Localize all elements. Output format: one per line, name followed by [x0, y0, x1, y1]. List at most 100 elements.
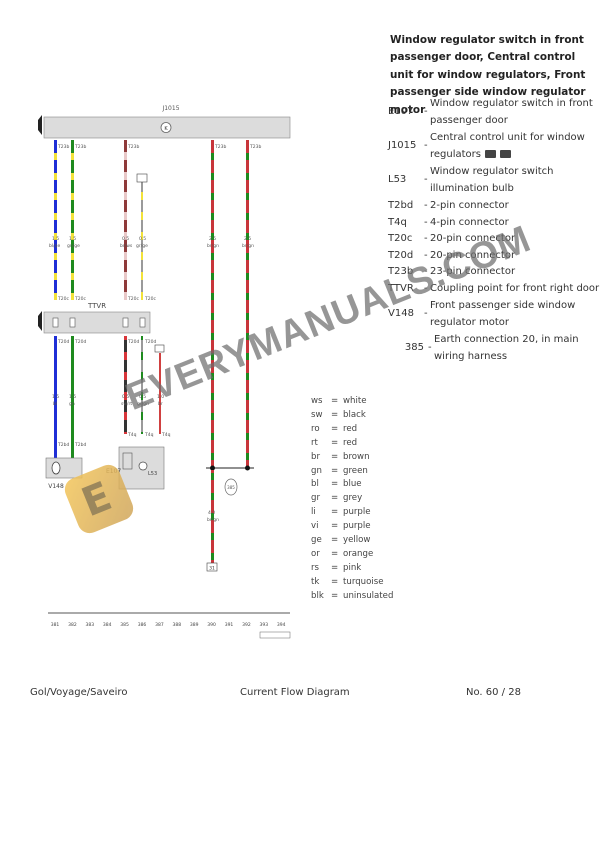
legend-dash: -	[424, 140, 428, 152]
legend-code: TTVR	[388, 282, 414, 294]
color-code-item: gn=green	[311, 465, 393, 479]
footer-vehicle: Gol/Voyage/Saveiro	[30, 687, 128, 698]
color-code: bl	[311, 479, 319, 490]
track-number: 387	[155, 622, 164, 628]
color-name: orange	[343, 548, 374, 559]
legend-code: T2bd	[388, 200, 414, 211]
equals-sign: =	[331, 479, 339, 490]
svg-text:br/gn: br/gn	[242, 243, 254, 249]
svg-text:1.0: 1.0	[157, 394, 164, 400]
svg-text:4.0: 4.0	[208, 510, 215, 516]
color-name: turquoise	[343, 576, 384, 587]
color-code: tk	[311, 576, 320, 587]
svg-text:T2bd: T2bd	[74, 442, 86, 448]
equals-sign: =	[331, 451, 339, 462]
track-number: 393	[260, 622, 269, 628]
color-code-item: bl=blue	[311, 478, 393, 492]
svg-text:T20c: T20c	[127, 296, 139, 302]
color-code-item: ro = red	[311, 423, 393, 437]
equals-sign: =	[331, 521, 339, 532]
legend-description: Earth connection 20, in main wiring harn…	[434, 334, 579, 362]
svg-text:bl/ge: bl/ge	[49, 243, 60, 249]
svg-text:T23b: T23b	[57, 144, 69, 150]
ttvr-label: TTVR	[87, 302, 106, 310]
legend-item: L53-Window regulator switch illumination…	[388, 164, 603, 197]
legend-dash: -	[424, 233, 428, 244]
svg-text:0.5: 0.5	[139, 394, 146, 400]
color-code: rs	[311, 562, 320, 573]
track-number: 383	[86, 622, 95, 628]
color-name: black	[343, 409, 366, 420]
color-name: grey	[343, 493, 363, 504]
footer-doc-type: Current Flow Diagram	[240, 687, 350, 698]
legend-dash: -	[424, 216, 428, 228]
svg-text:br/ws: br/ws	[120, 243, 133, 249]
color-code: ge	[311, 535, 322, 546]
legend-item: T20d-20-pin connector	[388, 248, 603, 265]
svg-text:gn/ge: gn/ge	[67, 243, 80, 249]
svg-text:T4q: T4q	[161, 432, 171, 438]
color-code-item: li=purple	[311, 506, 393, 520]
track-number: 392	[242, 622, 251, 628]
svg-text:br/gn: br/gn	[207, 517, 219, 523]
track-number: 382	[68, 622, 77, 628]
legend-item: E107-Window regulator switch in front pa…	[388, 96, 603, 129]
color-code: rt	[311, 437, 318, 448]
color-name: purple	[343, 507, 371, 518]
equals-sign: =	[331, 493, 339, 504]
legend-code: T4q	[388, 216, 407, 228]
equals-sign: =	[331, 423, 339, 434]
track-number: 389	[190, 622, 199, 628]
track-number: 381	[51, 622, 60, 628]
footer-page-number: No. 60 / 28	[466, 687, 521, 698]
l53-label: L53	[148, 471, 157, 477]
color-name: purple	[343, 521, 371, 532]
legend-code: J1015	[388, 140, 417, 152]
color-code: or	[311, 548, 320, 559]
legend-dash: -	[424, 174, 428, 186]
equals-sign: =	[331, 507, 339, 518]
svg-text:1.5: 1.5	[52, 236, 59, 242]
track-number: 391	[225, 622, 234, 628]
color-code: sw	[311, 409, 323, 420]
legend-description: 23-pin connector	[430, 266, 516, 277]
legend-dash: -	[424, 106, 428, 118]
page-title: Window regulator switch in front passeng…	[390, 34, 586, 116]
color-code: blk	[311, 590, 324, 601]
equals-sign: =	[331, 396, 339, 406]
color-code-item: sw = black	[311, 409, 393, 423]
component-legend: E107-Window regulator switch in front pa…	[388, 96, 603, 366]
color-code-item: gr=grey	[311, 492, 393, 506]
legend-dash: -	[424, 249, 428, 261]
color-code: br	[311, 451, 320, 462]
legend-description: 4-pin connector	[430, 216, 509, 228]
legend-item: J1015-Central control unit for window re…	[388, 130, 603, 163]
color-code: ro	[311, 423, 320, 434]
equals-sign: =	[331, 562, 339, 573]
svg-text:T20d: T20d	[144, 339, 156, 345]
svg-text:0.5: 0.5	[139, 236, 146, 242]
color-name: yellow	[343, 535, 371, 546]
svg-text:T20d: T20d	[57, 339, 69, 345]
legend-dash: -	[428, 342, 432, 354]
svg-text:T20d: T20d	[74, 339, 86, 345]
equals-sign: =	[331, 465, 339, 476]
legend-code: T20c	[388, 233, 413, 244]
ecu-symbol-icon	[160, 122, 172, 133]
legend-description: 2-pin connector	[430, 200, 509, 211]
track-number: 388	[173, 622, 182, 628]
svg-text:T23b: T23b	[127, 144, 139, 150]
v148-label: V148	[48, 483, 64, 490]
svg-text:T23b: T23b	[214, 144, 226, 150]
color-code-item: ws=white	[311, 395, 393, 409]
equals-sign: =	[331, 409, 339, 420]
color-code-item: or=orange	[311, 548, 393, 562]
color-code: vi	[311, 521, 319, 532]
legend-description: 20-pin connector	[430, 249, 516, 261]
j1015-label: J1015	[161, 105, 179, 112]
svg-text:2.5: 2.5	[244, 236, 251, 242]
svg-text:T23b: T23b	[74, 144, 86, 150]
color-name: red	[343, 423, 358, 434]
legend-description: Window regulator switch illumination bul…	[430, 166, 554, 194]
